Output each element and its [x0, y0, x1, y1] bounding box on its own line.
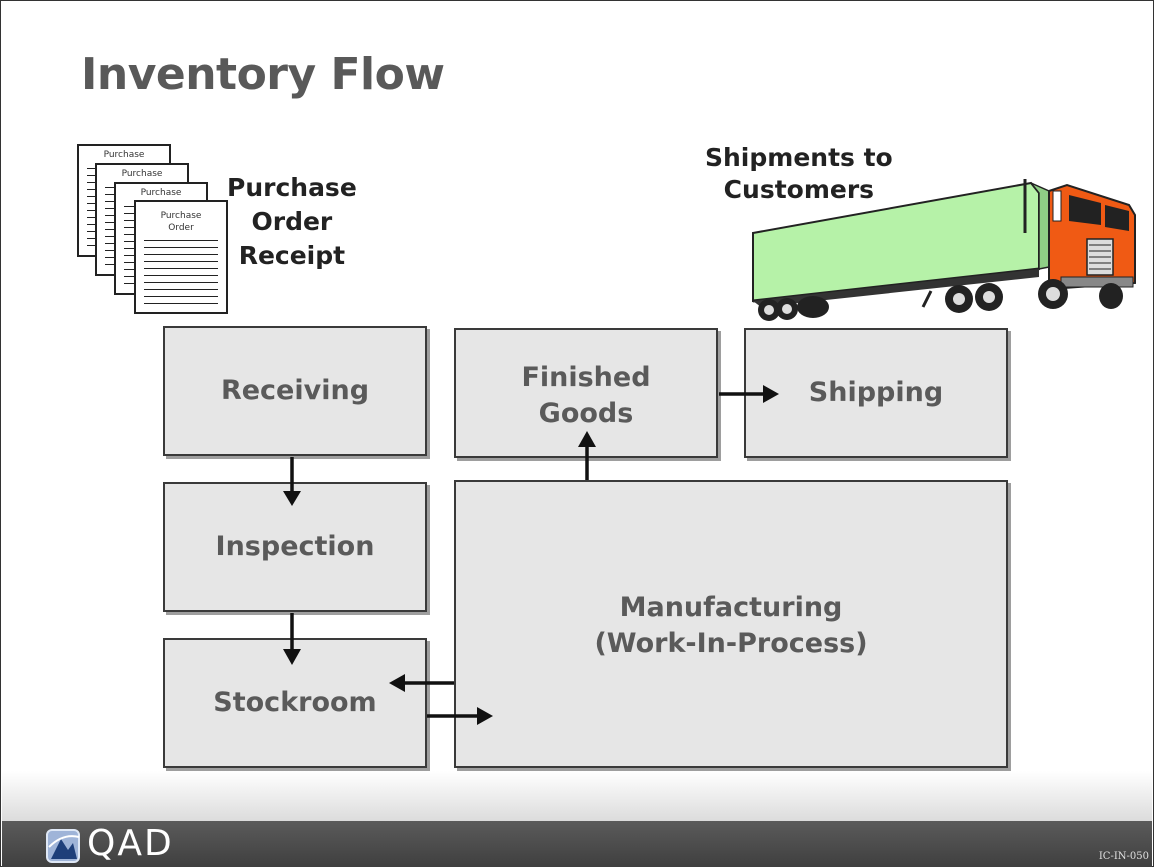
footer-bar [2, 821, 1152, 867]
purchase-order-receipt-caption: Purchase Order Receipt [227, 171, 357, 273]
caption-line: Customers [723, 175, 875, 204]
receiving-box: Receiving [163, 326, 427, 456]
shipments-caption: Shipments to Customers [705, 142, 893, 206]
footer-gradient [2, 771, 1152, 821]
manufacturing-box: Manufacturing (Work-In-Process) [454, 480, 1008, 768]
document-label: Purchase [121, 169, 163, 179]
inspection-box: Inspection [163, 482, 427, 612]
manufacturing-label: (Work-In-Process) [594, 628, 868, 660]
stockroom-box: Stockroom [163, 638, 427, 768]
document-label: Purchase [140, 188, 182, 198]
document-label: Order [168, 223, 194, 233]
slide-code: IC-IN-050 [1098, 851, 1149, 862]
caption-line: Purchase [227, 173, 357, 202]
caption-line: Shipments to [705, 143, 893, 172]
receiving-label: Receiving [220, 374, 370, 406]
inspection-label: Inspection [215, 530, 375, 562]
slide-title: Inventory Flow [81, 49, 445, 100]
qad-logo-text: QAD [87, 823, 174, 864]
document-label: Purchase [103, 150, 145, 160]
shipping-label: Shipping [808, 376, 944, 408]
document-sheet-front: Purchase Order [134, 200, 228, 314]
finished-goods-label: Goods [538, 398, 634, 430]
document-label: Purchase [160, 211, 202, 221]
caption-line: Receipt [238, 241, 346, 270]
finished-goods-label: Finished [521, 362, 651, 393]
manufacturing-label: Manufacturing [619, 592, 843, 623]
caption-line: Order [251, 207, 333, 236]
stockroom-label: Stockroom [213, 686, 377, 718]
